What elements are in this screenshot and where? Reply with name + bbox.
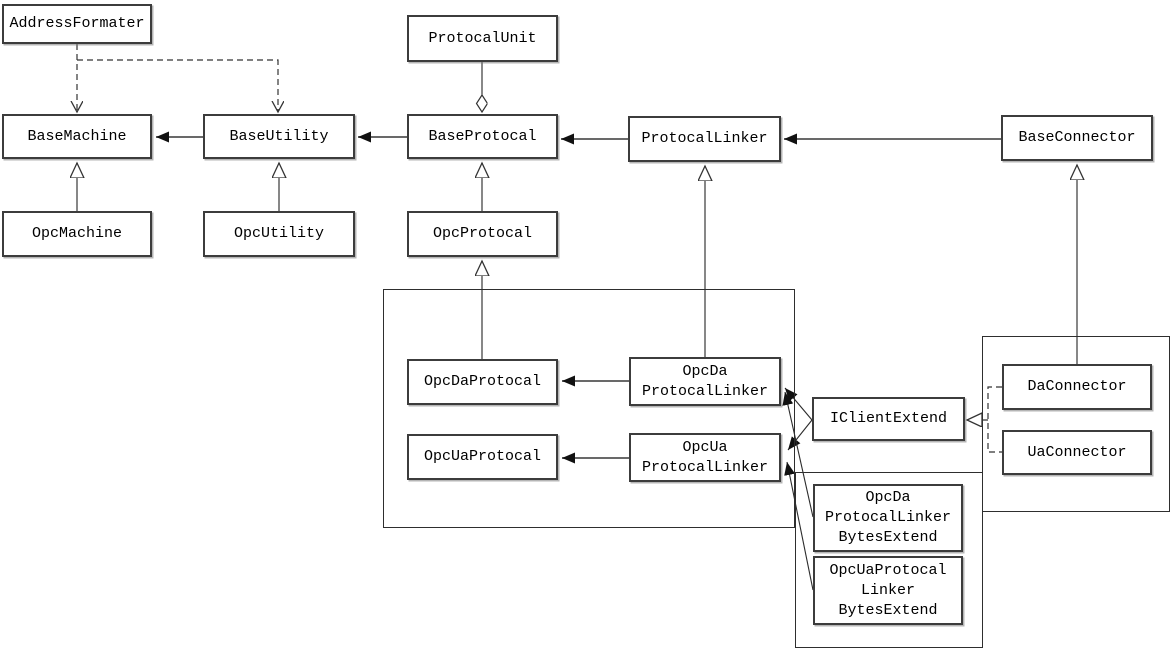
- class-box-opc-protocal[interactable]: OpcProtocal: [407, 211, 558, 257]
- class-box-base-connector[interactable]: BaseConnector: [1001, 115, 1153, 161]
- class-box-base-utility[interactable]: BaseUtility: [203, 114, 355, 159]
- class-box-da-connector[interactable]: DaConnector: [1002, 364, 1152, 410]
- edge-opcdabytesextend-to-opcdaprotocallinker: [782, 391, 814, 518]
- class-box-base-machine[interactable]: BaseMachine: [2, 114, 152, 159]
- class-box-opc-ua-protocal-linker-bytes-extend[interactable]: OpcUaProtocal Linker BytesExtend: [813, 556, 963, 625]
- class-box-address-formater[interactable]: AddressFormater: [2, 4, 152, 44]
- edge-opcuabytesextend-to-opcuaprotocallinker: [784, 461, 814, 591]
- class-box-protocal-unit[interactable]: ProtocalUnit: [407, 15, 558, 62]
- class-box-iclient-extend[interactable]: IClientExtend: [812, 397, 965, 441]
- class-box-opc-ua-protocal[interactable]: OpcUaProtocal: [407, 434, 558, 480]
- group-connectors: [982, 336, 1170, 512]
- class-box-opc-da-protocal[interactable]: OpcDaProtocal: [407, 359, 558, 405]
- edge-connectors-realization-bracket: [987, 386, 1002, 453]
- class-box-opc-utility[interactable]: OpcUtility: [203, 211, 355, 257]
- class-box-ua-connector[interactable]: UaConnector: [1002, 430, 1152, 475]
- class-box-base-protocal[interactable]: BaseProtocal: [407, 114, 558, 159]
- class-box-protocal-linker[interactable]: ProtocalLinker: [628, 116, 781, 162]
- class-box-opc-da-protocal-linker-bytes-extend[interactable]: OpcDa ProtocalLinker BytesExtend: [813, 484, 963, 552]
- class-box-opc-ua-protocal-linker[interactable]: OpcUa ProtocalLinker: [629, 433, 781, 482]
- group-opc-protocal: [383, 289, 795, 528]
- class-box-opc-machine[interactable]: OpcMachine: [2, 211, 152, 257]
- edge-iclientextend-to-opcuaprotocallinker: [787, 419, 813, 451]
- class-box-opc-da-protocal-linker[interactable]: OpcDa ProtocalLinker: [629, 357, 781, 406]
- group-bytes-extend: [795, 472, 983, 648]
- edge-addressformater-dep-baseutility: [77, 59, 278, 112]
